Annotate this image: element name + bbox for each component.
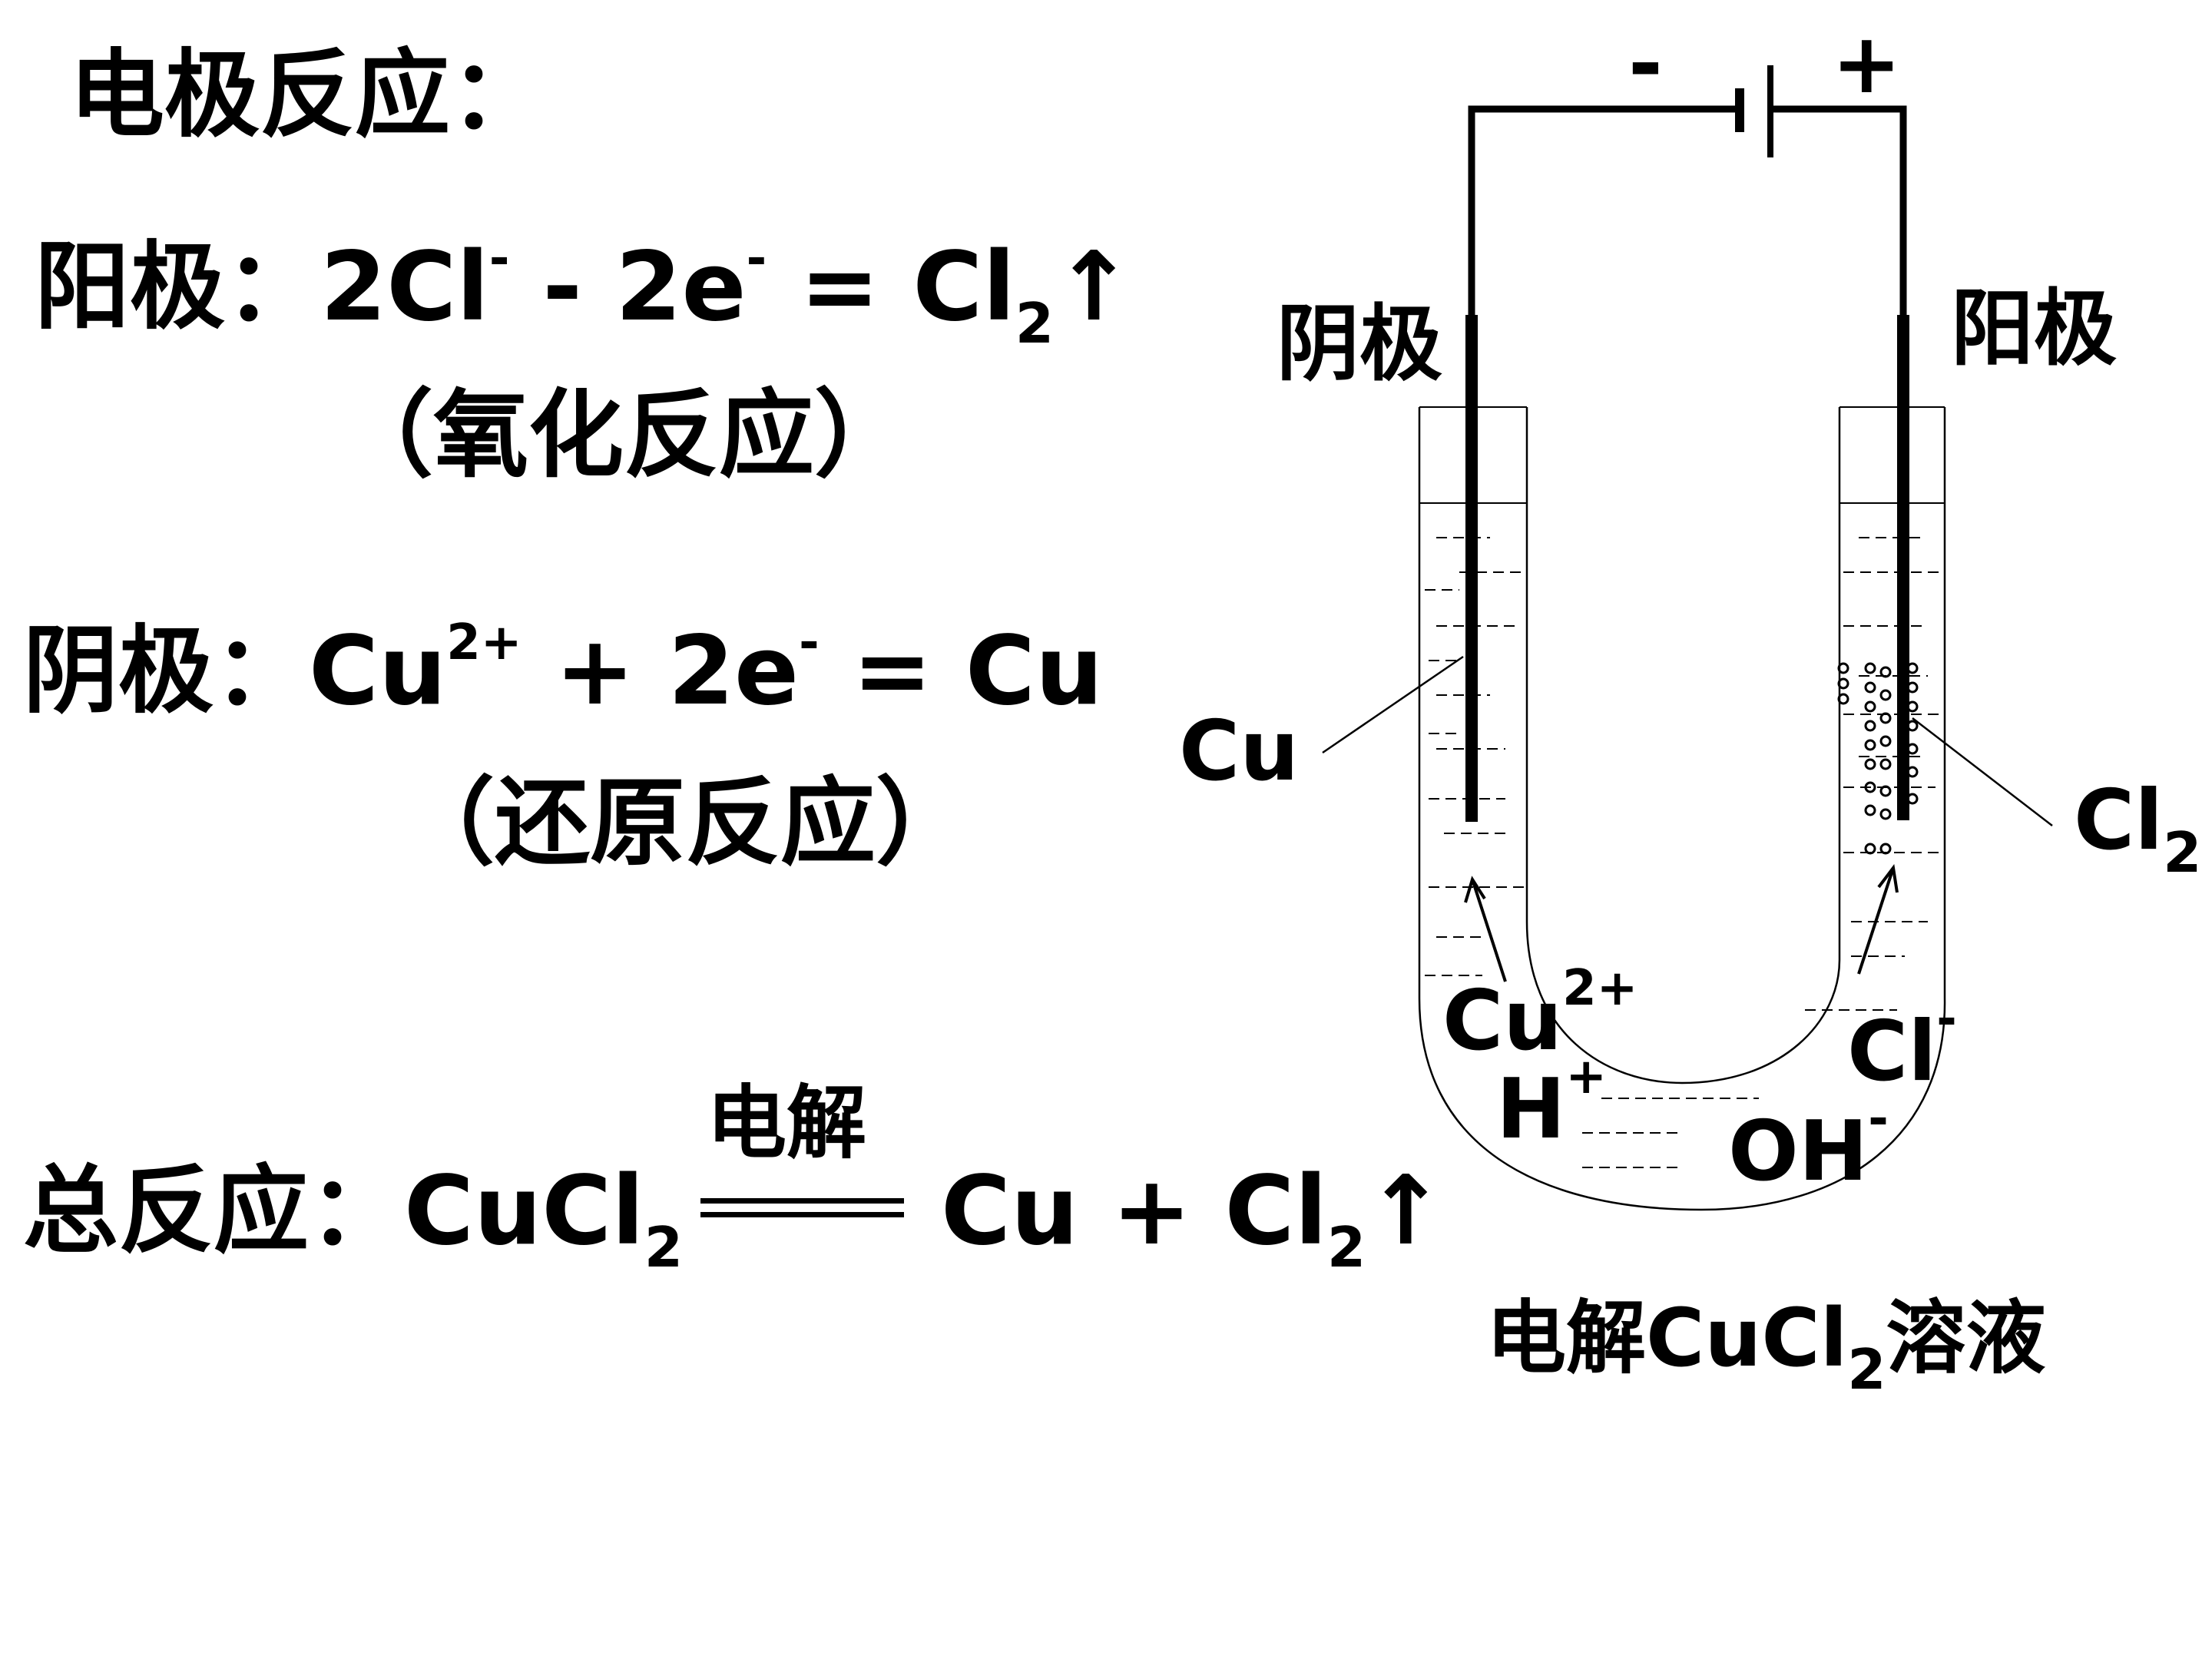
anode-equation: 阳极：2Cl- - 2e- = Cl2↑: [35, 234, 1134, 351]
circuit-wire-right: [1770, 105, 1907, 315]
caption-suffix: 溶液: [1886, 1291, 2046, 1385]
cl2-gas-label: Cl2: [2074, 780, 2201, 881]
cu-ion-charge: 2+: [1562, 960, 1638, 1017]
anode-term2: 2e: [615, 232, 747, 343]
cathode-note: （还原反应）: [399, 768, 972, 879]
cu-ion-arrow: [1464, 876, 1507, 982]
anode-term1: 2Cl: [320, 232, 489, 343]
anode-term1-charge: -: [488, 230, 510, 287]
h-ion-symbol: H: [1496, 1061, 1566, 1157]
cl-ion-symbol: Cl: [1847, 1004, 1937, 1100]
total-reactant-subscript: 2: [644, 1215, 683, 1280]
diagram-caption: 电解CuCl2溶液: [1486, 1298, 2045, 1397]
gas-arrow-icon: ↑: [1366, 1156, 1446, 1267]
cl-ion-charge: -: [1936, 991, 1957, 1048]
anode-label: 阳极：: [35, 232, 321, 343]
u-tube-inner: [1525, 407, 1841, 1084]
chlorine-bubbles: [1837, 662, 1919, 855]
oh-ion-label: OH-: [1728, 1094, 1889, 1194]
h-ion-charge: +: [1565, 1048, 1608, 1105]
total-condition: 电解: [707, 1076, 867, 1170]
h-ion-label: H+: [1496, 1052, 1607, 1151]
total-equation-left: 总反应：CuCl2: [23, 1164, 683, 1275]
caption-subscript: 2: [1847, 1337, 1886, 1402]
cu-ion-symbol: Cu: [1442, 973, 1563, 1069]
anode-label: 阳极: [1951, 281, 2118, 377]
caption-prefix: 电解CuCl: [1486, 1291, 1848, 1385]
cl2-symbol: Cl: [2074, 773, 2164, 869]
cathode-product: Cu: [965, 616, 1104, 727]
anode-product: Cl: [912, 232, 1015, 343]
total-product2: Cl: [1224, 1156, 1328, 1267]
cathode-label: 阴极: [1277, 296, 1443, 392]
condition-line-bottom: [700, 1212, 904, 1217]
u-tube-outer: [1418, 407, 1946, 1211]
total-equation-right: Cu + Cl2↑: [941, 1164, 1445, 1275]
cathode-equation: 阴极：Cu2+ + 2e- = Cu: [23, 618, 1103, 719]
cathode-equals: =: [852, 616, 932, 727]
cathode-plus: +: [555, 616, 635, 727]
anode-term2-charge: -: [746, 230, 767, 287]
battery-positive-sign: +: [1832, 16, 1902, 112]
cl2-leader-line: [1912, 717, 2053, 826]
heading: 电极反应：: [69, 40, 546, 151]
anode-equals: =: [800, 232, 880, 343]
cl-ion-label: Cl-: [1847, 995, 1957, 1094]
cu-ion-label: Cu2+: [1442, 964, 1637, 1063]
total-reactant: CuCl: [404, 1156, 644, 1267]
circuit-wire: [1468, 105, 1740, 315]
total-product2-subscript: 2: [1327, 1215, 1366, 1280]
anode-note: （氧化反应）: [338, 380, 910, 491]
oh-ion-symbol: OH: [1728, 1104, 1869, 1200]
condition-line-top: [700, 1198, 904, 1204]
cathode-term2-charge: -: [799, 614, 820, 671]
gas-arrow-icon: ↑: [1054, 232, 1134, 343]
total-plus: +: [1111, 1156, 1192, 1267]
total-label: 总反应：: [23, 1156, 405, 1267]
cl-ion-arrow: [1857, 864, 1899, 975]
cl2-subscript: 2: [2163, 820, 2202, 885]
cathode-term1: Cu: [309, 616, 447, 727]
total-product1: Cu: [941, 1156, 1079, 1267]
cathode-term1-charge: 2+: [446, 614, 522, 671]
cu-leader-line: [1322, 655, 1464, 754]
anode-product-subscript: 2: [1015, 291, 1055, 356]
oh-ion-charge: -: [1868, 1091, 1889, 1147]
anode-minus: -: [542, 232, 583, 343]
cathode-label: 阴极：: [23, 616, 310, 727]
battery-negative-sign: -: [1628, 16, 1663, 112]
cu-electrode-label: Cu: [1179, 704, 1300, 800]
cathode-term2: 2e: [667, 616, 800, 727]
